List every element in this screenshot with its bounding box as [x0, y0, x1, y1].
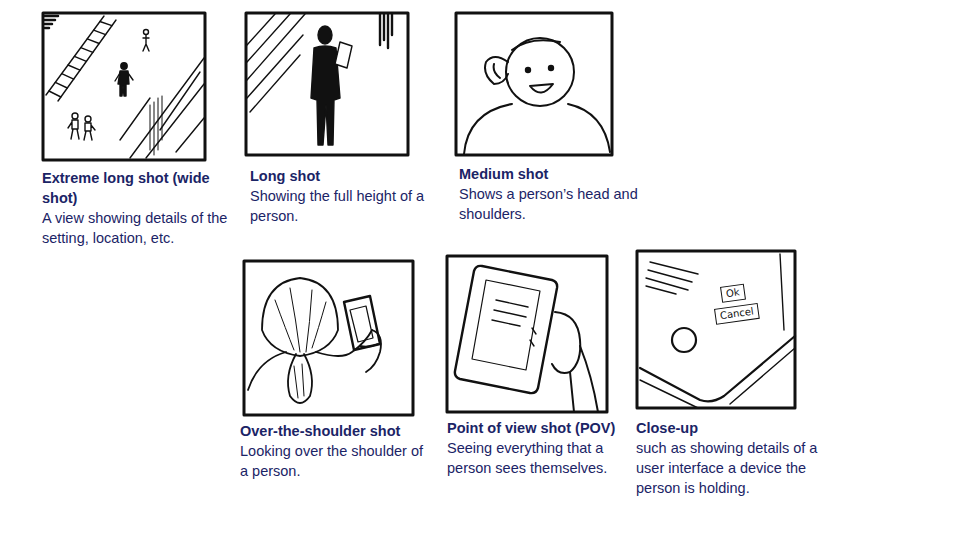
storyboard-panel: Extreme long shot (wide shot)A view show…	[42, 13, 228, 248]
panel-frame	[244, 261, 413, 415]
pov-sketch	[455, 266, 598, 412]
panel-frame	[447, 256, 607, 412]
storyboard-panel: Point of view shot (POV)Seeing everythin…	[447, 256, 633, 478]
storyboard-panel: Over-the-shoulder shotLooking over the s…	[240, 261, 426, 481]
shot-name: Long shot	[250, 166, 436, 186]
storyboard-panel: Long shotShowing the full height of a pe…	[246, 13, 436, 226]
storyboard-panel: Medium shotShows a person’s head and sho…	[456, 13, 645, 224]
over-shoulder-sketch	[248, 278, 381, 403]
wide-shot-sketch	[45, 16, 204, 158]
ui-button-label: Cancel	[714, 303, 760, 325]
shot-name: Point of view shot (POV)	[447, 418, 633, 438]
close-up-sketch	[640, 254, 795, 408]
shot-description: Seeing everything that a person sees the…	[447, 438, 633, 478]
ui-button-label: Ok	[720, 284, 746, 303]
medium-shot-sketch	[464, 38, 610, 154]
shot-description: A view showing details of the setting, l…	[42, 208, 228, 248]
shot-description: Showing the full height of a person.	[250, 186, 436, 226]
shot-description: such as showing details of a user interf…	[636, 438, 822, 498]
panel-frame	[637, 251, 795, 408]
shot-description: Shows a person’s head and shoulders.	[459, 184, 645, 224]
shot-name: Extreme long shot (wide shot)	[42, 168, 228, 208]
panel-frame	[456, 13, 612, 155]
shot-name: Over-the-shoulder shot	[240, 421, 426, 441]
shot-description: Looking over the shoulder of a person.	[240, 441, 426, 481]
panel-frame	[246, 13, 408, 155]
shot-name: Close-up	[636, 418, 822, 438]
shot-name: Medium shot	[459, 164, 645, 184]
long-shot-sketch	[247, 14, 392, 145]
panel-frame	[43, 13, 205, 160]
